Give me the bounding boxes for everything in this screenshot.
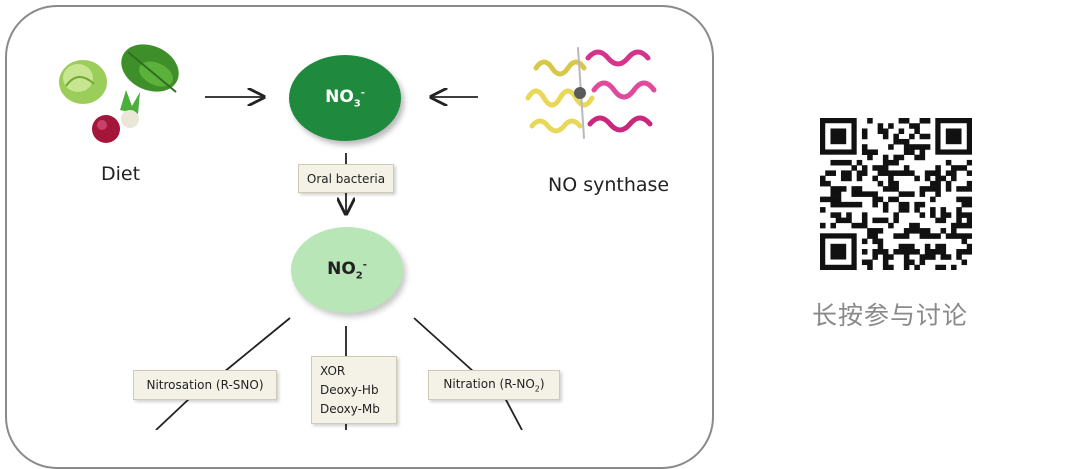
nitrate-node: NO3-: [289, 55, 401, 141]
beet-icon: [92, 90, 140, 143]
reductases-box: XOR Deoxy-Hb Deoxy-Mb: [311, 356, 397, 424]
nitrate-formula: NO3-: [325, 86, 365, 110]
line-nitrite-to-nitration: [413, 317, 475, 373]
diet-label: Diet: [101, 163, 141, 185]
nitration-box: Nitration (R-NO2): [428, 370, 560, 400]
figure: Diet NO synthase NO3: [5, 0, 972, 469]
oral-bacteria-box: Oral bacteria: [298, 164, 394, 193]
lettuce-icon: [59, 60, 107, 104]
diet-vegetables-icon: [59, 44, 179, 143]
connector-layer: [155, 0, 523, 430]
protein-structure-icon: [525, 47, 657, 139]
line-nitration-down: [504, 397, 523, 430]
oral-bacteria-label: Oral bacteria: [306, 171, 386, 186]
nitrite-node: NO2-: [291, 227, 403, 313]
nitrosation-label: Nitrosation (R-SNO): [146, 378, 264, 392]
line-nitrosation-down: [155, 397, 191, 430]
reductase-xor: XOR: [320, 363, 346, 378]
qr-code-icon: [820, 118, 972, 270]
enzyme-label: NO synthase: [548, 174, 670, 196]
spinach-icon: [121, 44, 179, 93]
nitrosation-box: Nitrosation (R-SNO): [133, 370, 277, 400]
line-nitrite-to-nitrosation: [223, 317, 291, 373]
nitration-label: Nitration (R-NO2): [443, 376, 545, 394]
nitrite-formula: NO2-: [327, 258, 367, 282]
reductase-deoxy-hb: Deoxy-Hb: [320, 382, 379, 397]
reductase-deoxy-mb: Deoxy-Mb: [320, 401, 380, 416]
qr-caption: 长按参与讨论: [812, 301, 969, 330]
